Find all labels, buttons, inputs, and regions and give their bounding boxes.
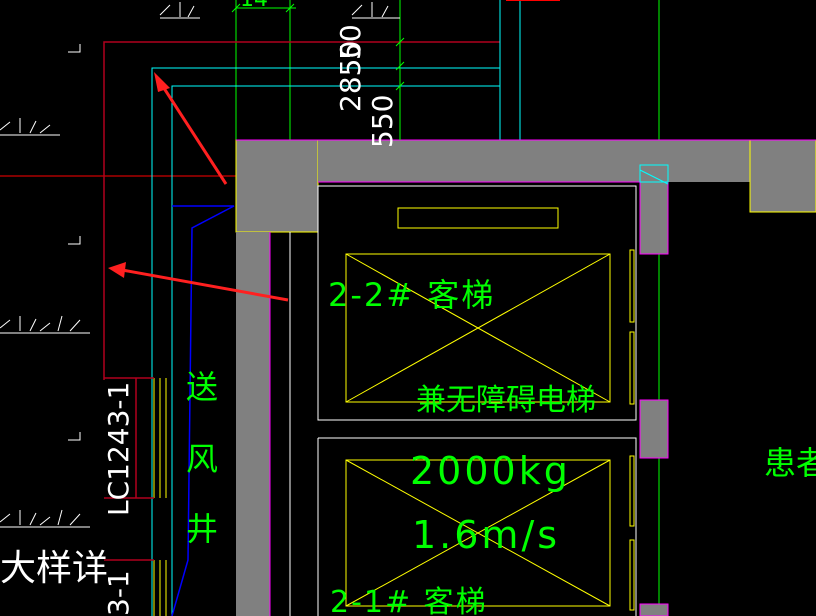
elevator-speed: 1.6m/s: [412, 513, 560, 557]
red-arrow-head: [108, 262, 126, 278]
concrete-column-mid: [639, 181, 669, 255]
elevator-1-rail: [629, 249, 635, 323]
concrete-column-right: [749, 139, 816, 213]
window-label-2: 3-1: [102, 570, 135, 616]
elevator-1-subtitle: 兼无障碍电梯: [416, 383, 596, 418]
elevator-1-rail: [629, 331, 635, 405]
concrete-wall-left: [236, 232, 270, 616]
elevator-capacity: 2000kg: [410, 449, 571, 493]
elevator-2-car-rect: [345, 459, 611, 607]
shaft-inner-lines: [289, 185, 637, 616]
dimension-label-top: 14: [240, 0, 268, 12]
dimension-label-50: 50: [334, 24, 367, 60]
elevator-shaft-outline-1: [317, 185, 637, 421]
window-label: LC1243-1: [102, 382, 135, 516]
red-arrow-icon: [121, 268, 289, 302]
elevator-car-cross-icon: [345, 253, 611, 403]
hatch-symbol: [0, 118, 60, 136]
elevator-shaft-outline-2: [318, 437, 637, 616]
red-arrow-icon: [158, 81, 228, 185]
air-shaft-outline-blue: [171, 205, 235, 616]
concrete-walls: [235, 139, 816, 616]
hatch-symbol: [0, 509, 90, 528]
elevator-1-car-rect: [345, 253, 611, 403]
hatch-symbol: [159, 2, 200, 19]
outer-wall-lines: [103, 0, 560, 616]
concrete-column-mid-3: [639, 603, 669, 616]
air-shaft-label-1: 送: [186, 368, 218, 406]
dimension-ticks: [231, 3, 405, 140]
concrete-beam-top: [318, 140, 750, 182]
air-shaft-label-2: 风: [186, 440, 218, 478]
right-room-label: 患者: [764, 444, 816, 482]
dimension-label-2850: 2850: [334, 41, 367, 112]
window-frame: [153, 378, 167, 616]
window-outline: [104, 377, 154, 561]
elevator-car-cross-icon: [345, 459, 611, 607]
dimension-label-550: 550: [366, 95, 399, 148]
elevator-1-panel: [397, 207, 559, 229]
tick-mark: [68, 44, 81, 53]
outer-wall-line-cyan: [151, 67, 500, 616]
elevator-2-rail: [629, 455, 635, 527]
concrete-column-mid-2: [639, 399, 669, 459]
air-shaft-label-3: 井: [186, 510, 218, 548]
axis-intersection-box: [639, 164, 669, 183]
red-arrow-icon: [154, 72, 228, 185]
elevator-2-rail: [629, 539, 635, 611]
hatch-symbol: [0, 315, 90, 334]
elevator-car-1: [345, 207, 635, 405]
concrete-column-left: [235, 139, 319, 233]
detail-label: 大样详: [0, 548, 108, 589]
tick-mark: [68, 236, 81, 245]
hatch-symbol: [351, 2, 400, 19]
ground-hatch-symbols: [0, 2, 400, 528]
elevator-2-name: 2-1# 客梯: [330, 585, 488, 616]
axis-intersection-diagonal: [639, 169, 669, 185]
elevator-1-name: 2-2# 客梯: [328, 276, 495, 314]
red-arrow-icon: [108, 262, 289, 302]
red-arrow-head: [154, 72, 170, 92]
outer-wall-line-red: [103, 41, 500, 380]
tick-mark: [68, 432, 81, 441]
elevator-car-2: [345, 455, 635, 611]
